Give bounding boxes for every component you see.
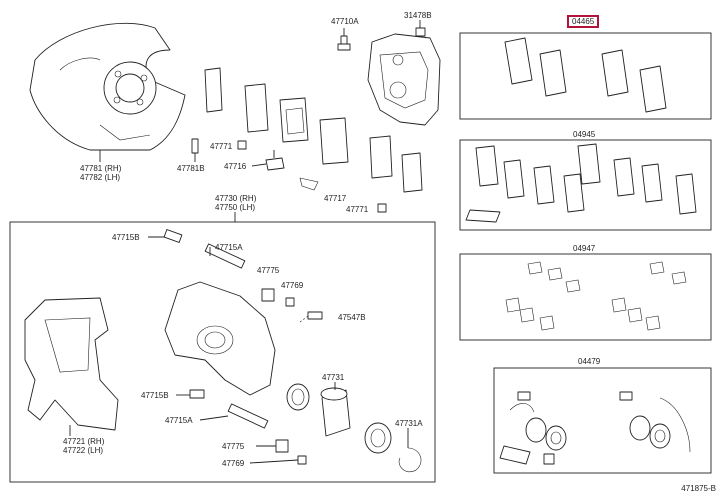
label-kit-04465: 04465 [567,15,600,28]
upper-caliper-mounting [367,33,441,126]
kit-04947-clips [505,261,687,331]
label-47771-lower: 47771 [346,205,369,214]
bolt-47771-upper [237,140,247,150]
bolt-47771-lower [377,203,387,213]
label-47547B: 47547B [338,313,366,322]
caliper-body [164,281,276,396]
upper-brake-pads-and-shims [204,67,423,193]
dust-shield [29,22,186,162]
bleeder-47547B [299,311,323,323]
figure-number: 471875-B [681,484,716,493]
kit-box-04947 [459,253,712,341]
label-caliper-assembly: 47730 (RH) 47750 (LH) [215,194,257,212]
label-47717: 47717 [324,194,347,203]
bolt-47710A [337,28,351,51]
boot-47775-top [261,288,275,302]
label-47781B: 47781B [177,164,205,173]
bolt-47781B [191,138,199,154]
leader-47715A-bottom [199,415,229,421]
slide-pin-47715B-top [163,229,183,243]
slide-pin-47715A-bottom [227,403,269,429]
clip-31478B [415,20,426,37]
piston-47731 [320,387,351,437]
label-47715B-top: 47715B [112,233,140,242]
slide-pin-47715A-top [204,243,246,269]
label-kit-04945: 04945 [573,130,596,139]
bleeder-47769-bottom [297,455,307,465]
slide-pin-47715B-bottom [189,389,205,399]
caliper-mounting-bracket [24,297,119,436]
kit-box-04479 [493,367,712,474]
label-dust-shield: 47781 (RH) 47782 (LH) [80,164,122,182]
kit-04945-shims [465,143,697,223]
caliper-assembly-box [9,221,436,483]
label-47775-top: 47775 [257,266,280,275]
label-47716: 47716 [224,162,247,171]
bleeder-47769-top [285,297,295,307]
label-47775-bottom: 47775 [222,442,245,451]
boot-47775-bottom [275,439,289,453]
label-31478B: 31478B [404,11,432,20]
leader-47769-bottom [249,459,299,464]
piston-boot-47731 [364,422,392,454]
kit-box-04465 [459,32,712,120]
kit-box-04945 [459,139,712,231]
label-47769-bottom: 47769 [222,459,245,468]
label-47771-upper: 47771 [210,142,233,151]
kit-04479-seals [499,391,691,465]
leader-47716 [251,163,267,167]
label-47715A-top: 47715A [215,243,243,252]
anti-squeal-spring-47717 [299,177,319,191]
label-mounting-bracket: 47721 (RH) 47722 (LH) [63,437,105,455]
piston-seal-47731 [286,383,310,411]
label-kit-04947: 04947 [573,244,596,253]
label-kit-04479: 04479 [578,357,601,366]
label-47731A: 47731A [395,419,423,428]
retaining-ring-47731A [398,447,422,473]
label-47715A-bottom: 47715A [165,416,193,425]
label-47715B-bottom: 47715B [141,391,169,400]
label-47710A: 47710A [331,17,359,26]
label-47769-top: 47769 [281,281,304,290]
kit-04465-pads [504,37,667,113]
label-47731: 47731 [322,373,345,382]
wear-indicator-47716 [265,150,285,171]
